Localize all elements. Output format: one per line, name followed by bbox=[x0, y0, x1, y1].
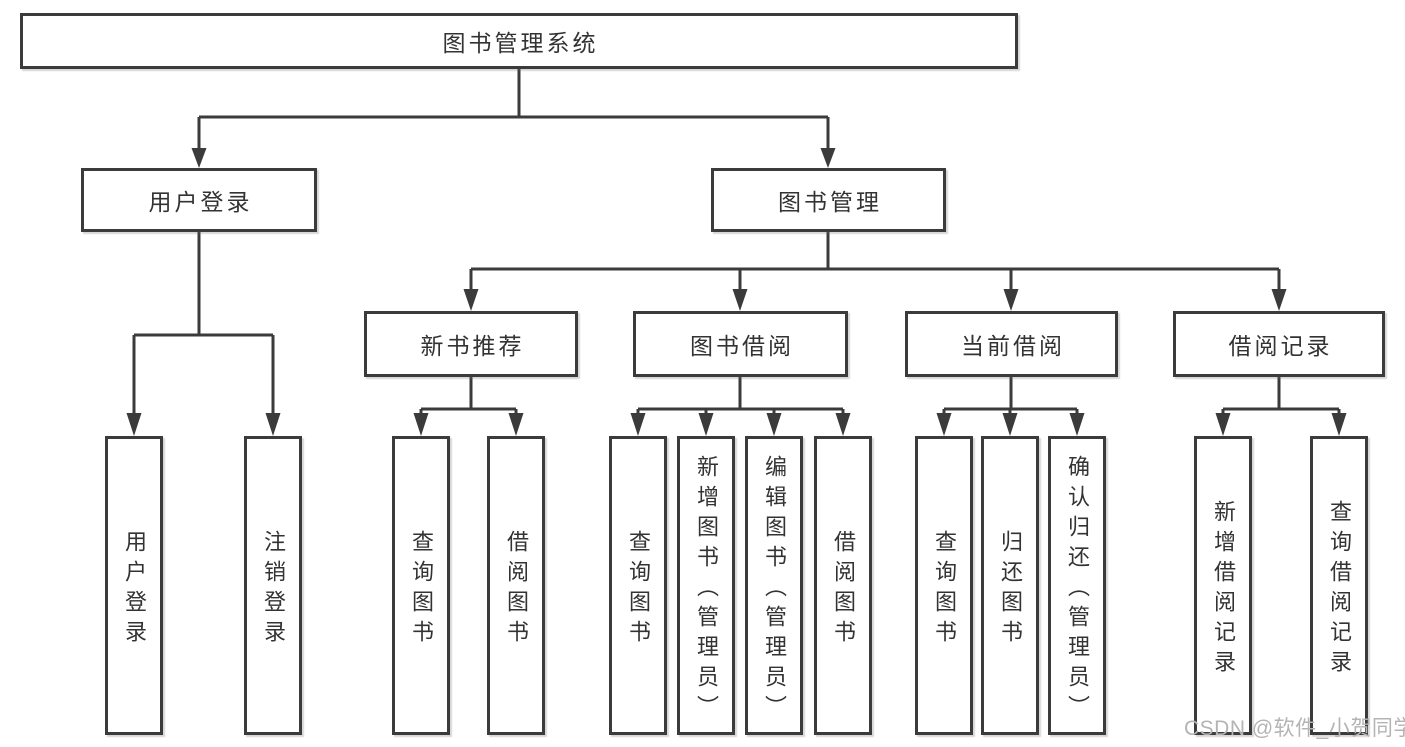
connector-user-login-to-leaves bbox=[126, 232, 281, 436]
node-label: 查询借阅记录 bbox=[1327, 499, 1352, 680]
leaf-user-login: 用户登录 bbox=[105, 436, 163, 735]
node-root-library-management-system: 图书管理系统 bbox=[20, 13, 1018, 69]
leaf-edit-book-admin: 编辑图书（管理员） bbox=[745, 436, 803, 735]
leaf-query-books-current: 查询图书 bbox=[915, 436, 973, 735]
arrowhead-down bbox=[126, 413, 142, 436]
connector-borrow-records-to-leaves bbox=[1215, 377, 1347, 436]
leaf-query-books-borrowing: 查询图书 bbox=[609, 436, 667, 735]
node-label: 新书推荐 bbox=[420, 333, 525, 359]
node-label: 查询图书 bbox=[626, 529, 651, 650]
arrowhead-down bbox=[1271, 289, 1287, 311]
node-label: 注销登录 bbox=[261, 529, 286, 650]
leaf-logout: 注销登录 bbox=[244, 436, 302, 735]
node-user-login: 用户登录 bbox=[81, 168, 317, 232]
node-label: 编辑图书（管理员） bbox=[762, 454, 787, 725]
arrowhead-down bbox=[936, 413, 952, 436]
arrowhead-down bbox=[1069, 413, 1085, 436]
arrowhead-down bbox=[1002, 413, 1018, 436]
connector-current-borrowing-to-leaves bbox=[936, 377, 1085, 436]
arrowhead-down bbox=[630, 413, 646, 436]
node-label: 借阅图书 bbox=[831, 529, 856, 650]
node-label: 图书借阅 bbox=[690, 333, 794, 359]
csdn-watermark: CSDN @软件_小贺同学 bbox=[1184, 717, 1405, 740]
node-label: 用户登录 bbox=[148, 189, 253, 215]
leaf-add-book-admin: 新增图书（管理员） bbox=[677, 436, 735, 735]
arrowhead-down bbox=[732, 289, 748, 311]
arrowhead-down bbox=[463, 289, 479, 311]
leaf-confirm-return-admin: 确认归还（管理员） bbox=[1048, 436, 1106, 735]
node-label: 借阅记录 bbox=[1228, 333, 1333, 359]
node-book-borrowing: 图书借阅 bbox=[633, 311, 848, 377]
node-label: 图书管理 bbox=[778, 189, 882, 215]
node-label: 用户登录 bbox=[122, 529, 147, 650]
node-label: 查询图书 bbox=[932, 529, 957, 650]
leaf-query-books-recommend: 查询图书 bbox=[392, 436, 450, 735]
node-label: 归还图书 bbox=[998, 529, 1023, 650]
node-label: 图书管理系统 bbox=[442, 30, 599, 56]
node-book-management: 图书管理 bbox=[711, 168, 946, 232]
arrowhead-down bbox=[1331, 413, 1347, 436]
arrowhead-down bbox=[265, 413, 281, 436]
arrowhead-down bbox=[835, 413, 851, 436]
node-label: 借阅图书 bbox=[504, 529, 529, 650]
node-borrow-records: 借阅记录 bbox=[1173, 311, 1385, 377]
node-new-book-recommend: 新书推荐 bbox=[364, 311, 578, 377]
node-current-borrowing: 当前借阅 bbox=[905, 311, 1118, 377]
arrowhead-down bbox=[698, 413, 714, 436]
arrowhead-down bbox=[191, 148, 207, 168]
arrowhead-down bbox=[1215, 413, 1231, 436]
leaf-return-book: 归还图书 bbox=[981, 436, 1039, 735]
arrowhead-down bbox=[1003, 289, 1019, 311]
leaf-borrow-books-borrowing: 借阅图书 bbox=[814, 436, 872, 735]
connector-root-to-level2 bbox=[191, 69, 836, 168]
leaf-add-borrow-record: 新增借阅记录 bbox=[1194, 436, 1252, 735]
node-label: 确认归还（管理员） bbox=[1065, 454, 1090, 725]
leaf-query-borrow-record: 查询借阅记录 bbox=[1310, 436, 1368, 735]
connector-book-management-to-level3 bbox=[463, 232, 1287, 311]
connector-book-borrowing-to-leaves bbox=[630, 377, 851, 436]
node-label: 新增图书（管理员） bbox=[694, 454, 719, 725]
node-label: 新增借阅记录 bbox=[1211, 499, 1236, 680]
leaf-borrow-books-recommend: 借阅图书 bbox=[487, 436, 545, 735]
arrowhead-down bbox=[820, 148, 836, 168]
arrowhead-down bbox=[508, 413, 524, 436]
arrowhead-down bbox=[413, 413, 429, 436]
connector-new-book-recommend-to-leaves bbox=[413, 377, 524, 436]
node-label: 当前借阅 bbox=[961, 333, 1065, 359]
node-label: 查询图书 bbox=[409, 529, 434, 650]
arrowhead-down bbox=[766, 413, 782, 436]
